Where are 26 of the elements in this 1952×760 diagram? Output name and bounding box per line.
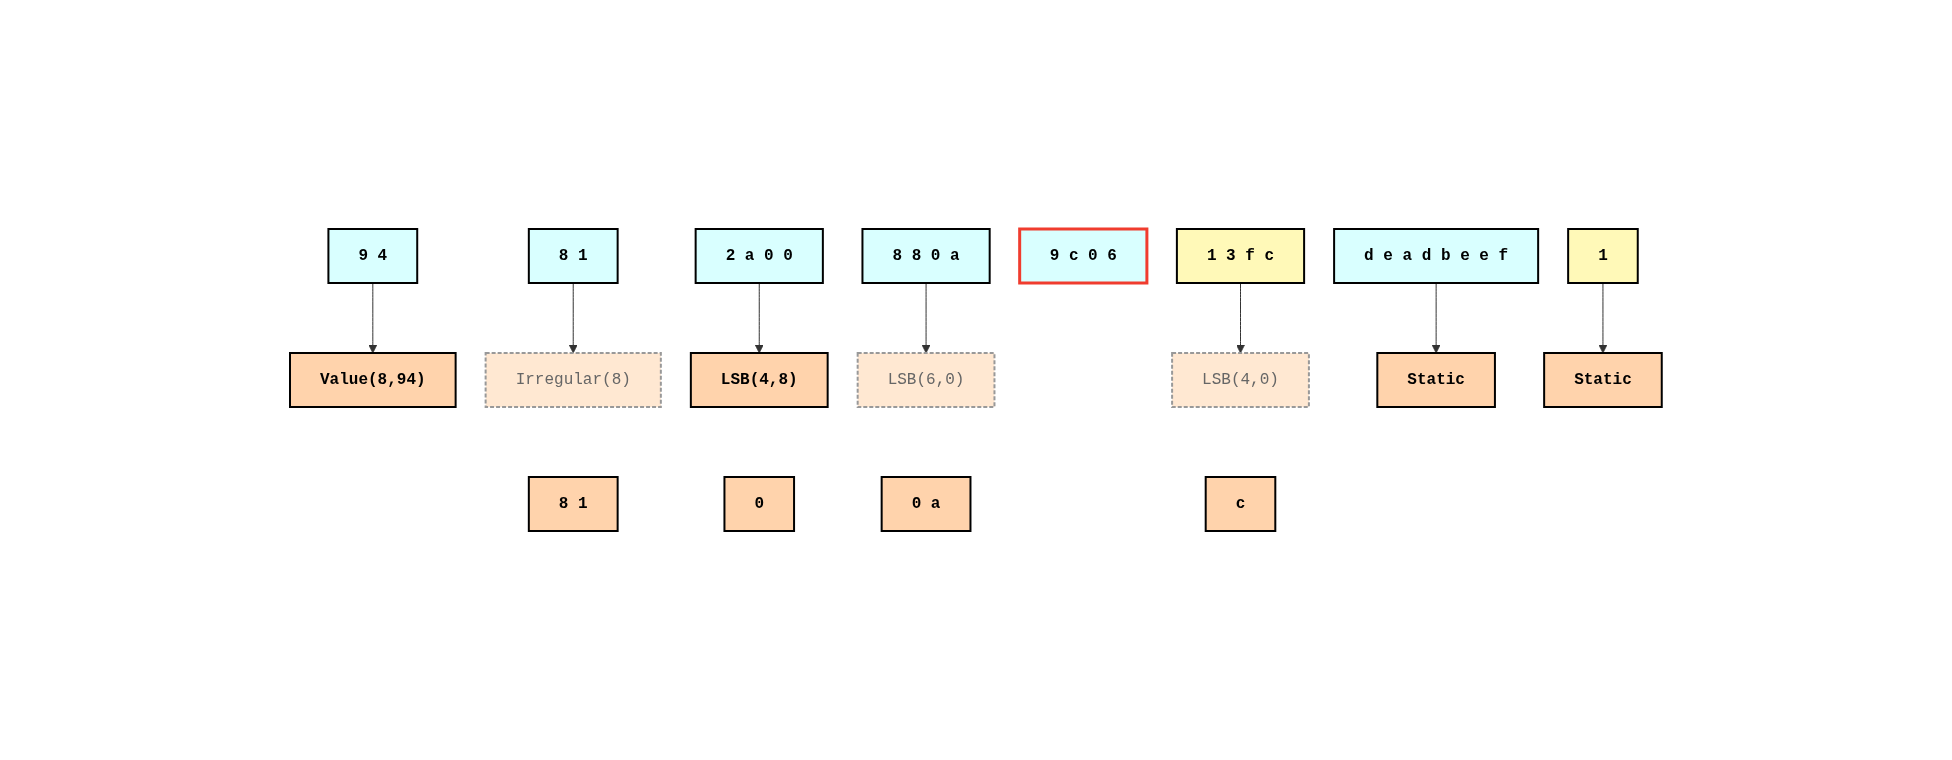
arrow [755, 282, 764, 354]
node-box: LSB(6,0) [856, 352, 996, 408]
node-box: Value(8,94) [289, 352, 457, 408]
arrow [568, 282, 578, 354]
node-box: 1 [1567, 228, 1639, 284]
node-box: LSB(4,0) [1171, 352, 1311, 408]
arrow [1431, 282, 1441, 354]
node-box: 0 a [880, 476, 972, 532]
node-box: 9 4 [327, 228, 419, 284]
node-box: Static [1543, 352, 1663, 408]
node-box: 2 a 0 0 [694, 228, 824, 284]
node-box: LSB(4,8) [689, 352, 829, 408]
node-box: 9 c 0 6 [1018, 227, 1149, 285]
node-box: 8 8 0 a [861, 228, 991, 284]
node-box: c [1204, 476, 1277, 532]
node-box: 8 1 [527, 228, 619, 284]
node-box: 0 [723, 476, 796, 532]
node-box: 8 1 [527, 476, 619, 532]
arrow [921, 282, 931, 354]
node-box: Irregular(8) [484, 352, 662, 408]
arrow [368, 282, 378, 354]
node-box: Static [1376, 352, 1497, 408]
arrow [1598, 282, 1608, 354]
node-box: 1 3 f c [1176, 228, 1306, 284]
arrow [1236, 282, 1246, 354]
node-box: d e a d b e e f [1333, 228, 1540, 284]
